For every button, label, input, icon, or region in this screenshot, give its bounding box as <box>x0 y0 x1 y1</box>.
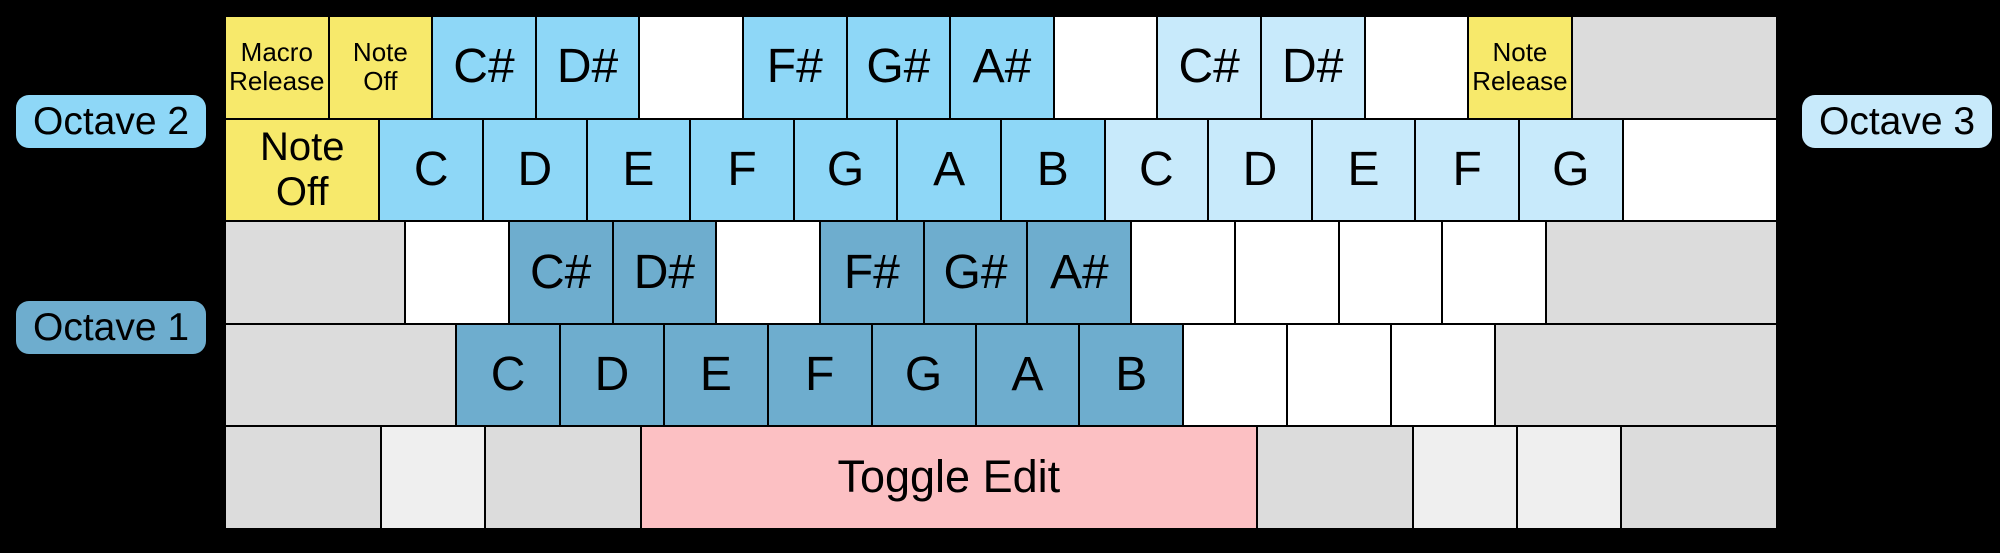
key-g[interactable]: G <box>871 323 976 427</box>
key-c-sharp[interactable]: C# <box>432 16 536 119</box>
key-macro-release[interactable]: Macro Release <box>225 16 329 119</box>
key-d[interactable]: D <box>483 118 587 222</box>
keyboard-row-5: Toggle Edit <box>225 426 1777 529</box>
key-blank <box>1621 426 1777 529</box>
key-e[interactable]: E <box>1311 118 1416 222</box>
key-b[interactable]: B <box>1000 118 1105 222</box>
key-d-sharp[interactable]: D# <box>612 221 717 324</box>
key-note-off[interactable]: Note Off <box>225 118 380 222</box>
key-f[interactable]: F <box>690 118 794 222</box>
key-blank <box>1338 221 1443 324</box>
key-blank <box>639 16 743 119</box>
key-f[interactable]: F <box>1415 118 1519 222</box>
key-blank <box>1257 426 1413 529</box>
key-d[interactable]: D <box>560 323 664 427</box>
octave-1-label: Octave 1 <box>16 301 207 354</box>
key-blank <box>1053 16 1158 119</box>
key-blank <box>1571 16 1777 119</box>
key-g[interactable]: G <box>1518 118 1623 222</box>
key-a-sharp[interactable]: A# <box>1027 221 1132 324</box>
key-c[interactable]: C <box>456 323 561 427</box>
key-a[interactable]: A <box>897 118 1001 222</box>
key-b[interactable]: B <box>1079 323 1184 427</box>
key-blank <box>1517 426 1622 529</box>
key-g-sharp[interactable]: G# <box>923 221 1028 324</box>
key-e[interactable]: E <box>586 118 691 222</box>
key-blank <box>1494 323 1777 427</box>
key-c-sharp[interactable]: C# <box>508 221 613 324</box>
key-f-sharp[interactable]: F# <box>742 16 847 119</box>
octave-3-label: Octave 3 <box>1802 95 1993 148</box>
key-c[interactable]: C <box>379 118 483 222</box>
key-g-sharp[interactable]: G# <box>846 16 951 119</box>
key-blank <box>1390 323 1495 427</box>
key-blank <box>1546 221 1778 324</box>
key-blank <box>1183 323 1288 427</box>
key-e[interactable]: E <box>663 323 768 427</box>
key-blank <box>1412 426 1517 529</box>
keyboard-row-3: C#D# F#G#A# <box>225 221 1778 324</box>
key-d[interactable]: D <box>1208 118 1312 222</box>
key-f-sharp[interactable]: F# <box>819 221 924 324</box>
octave-2-label: Octave 2 <box>16 95 207 148</box>
key-blank <box>1364 16 1469 119</box>
key-d-sharp[interactable]: D# <box>1260 16 1365 119</box>
key-blank <box>380 426 485 529</box>
key-blank <box>1287 323 1391 427</box>
key-blank <box>225 426 381 529</box>
key-c-sharp[interactable]: C# <box>1157 16 1261 119</box>
key-blank <box>1442 221 1547 324</box>
key-blank <box>225 323 457 427</box>
key-f[interactable]: F <box>767 323 872 427</box>
key-blank <box>716 221 820 324</box>
key-blank <box>1131 221 1235 324</box>
key-g[interactable]: G <box>793 118 898 222</box>
key-note-off[interactable]: Note Off <box>328 16 433 119</box>
key-blank <box>1622 118 1777 222</box>
key-a[interactable]: A <box>975 323 1080 427</box>
key-blank <box>225 221 406 324</box>
key-blank <box>405 221 509 324</box>
key-note-release[interactable]: Note Release <box>1468 16 1572 119</box>
key-d-sharp[interactable]: D# <box>535 16 640 119</box>
key-toggle-edit[interactable]: Toggle Edit <box>640 426 1257 529</box>
key-c[interactable]: C <box>1104 118 1209 222</box>
key-blank <box>485 426 641 529</box>
key-a-sharp[interactable]: A# <box>950 16 1054 119</box>
key-blank <box>1234 221 1339 324</box>
